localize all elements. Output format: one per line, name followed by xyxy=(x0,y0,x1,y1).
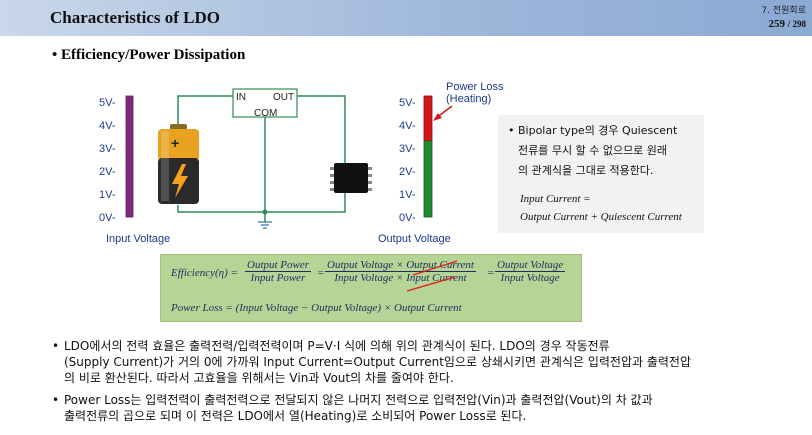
current-cancel-strikes xyxy=(406,260,458,292)
reg-com-label: COM xyxy=(254,108,277,119)
p1-line-1: LDO에서의 전력 효율은 출력전력/입력전력이며 P=V·I 식에 의해 위의… xyxy=(64,339,610,353)
p2-line-2: 출력전류의 곱으로 되며 이 전력은 LDO에서 열(Heating)로 소비되… xyxy=(64,409,527,423)
reg-out-label: OUT xyxy=(273,92,294,103)
header-bar: Characteristics of LDO 7. 전원회로 259 / 298 xyxy=(0,0,812,36)
fraction-power: Output Power Input Power xyxy=(245,259,312,284)
power-loss-formula: Power Loss = (Input Voltage − Output Vol… xyxy=(171,302,462,314)
fraction-voltage: Output Voltage Input Voltage xyxy=(495,259,566,284)
right-tick-3: 3V- xyxy=(399,143,416,155)
right-tick-2: 2V- xyxy=(399,166,416,178)
p1-line-2: (Supply Current)가 거의 0에 가까워 Input Curren… xyxy=(64,355,691,369)
fraction-voltage-den: Input Voltage xyxy=(500,272,560,284)
page-number: 259 / 298 xyxy=(768,18,806,30)
equals-b: = xyxy=(487,267,495,279)
right-tick-1: 1V- xyxy=(399,189,416,201)
bullet-2: • xyxy=(52,393,60,407)
paragraph-efficiency: • LDO에서의 전력 효율은 출력전력/입력전력이며 P=V·I 식에 의해 … xyxy=(52,338,691,386)
left-tick-5: 5V- xyxy=(99,97,116,109)
bullet-1: • xyxy=(52,339,60,353)
p1-line-3: 의 비로 환산된다. 따라서 고효율을 위해서는 Vin과 Vout의 차를 줄… xyxy=(64,371,454,385)
fraction-power-den: Input Power xyxy=(250,272,306,284)
fraction-voltage-num: Output Voltage xyxy=(495,259,566,272)
output-voltage-label: Output Voltage xyxy=(378,233,451,245)
input-voltage-scale: 5V- 4V- 3V- 2V- 1V- 0V- xyxy=(99,95,134,224)
power-loss-bar xyxy=(423,95,433,142)
junction-dot xyxy=(262,209,268,215)
ground-icon xyxy=(258,221,272,229)
page-total: / 298 xyxy=(787,19,806,29)
power-loss-label: Power Loss xyxy=(446,81,504,93)
right-tick-5: 5V- xyxy=(399,97,416,109)
p2-line-1: Power Loss는 입력전력이 출력전력으로 전달되지 않은 나머지 전력으… xyxy=(64,393,653,407)
bipolar-note-box: • Bipolar type의 경우 Quiescent 전류를 무시 할 수 … xyxy=(498,115,704,233)
section-heading: • Efficiency/Power Dissipation xyxy=(52,47,246,63)
efficiency-lhs: Efficiency(η) = xyxy=(171,267,238,279)
output-voltage-bar xyxy=(423,140,433,218)
paragraph-power-loss: • Power Loss는 입력전력이 출력전력으로 전달되지 않은 나머지 전… xyxy=(52,392,653,424)
left-tick-1: 1V- xyxy=(99,189,116,201)
output-voltage-scale: 5V- 4V- 3V- 2V- 1V- 0V- xyxy=(399,95,433,224)
equals-a: = xyxy=(317,267,325,279)
ic-chip-icon xyxy=(330,163,372,193)
left-tick-4: 4V- xyxy=(99,120,116,132)
ldo-regulator-box xyxy=(232,88,298,118)
note-line-3: 의 관계식을 그대로 적용한다. xyxy=(518,164,654,177)
fraction-power-num: Output Power xyxy=(245,259,312,272)
left-tick-2: 2V- xyxy=(99,166,116,178)
heating-label: (Heating) xyxy=(446,93,491,105)
input-voltage-label: Input Voltage xyxy=(106,233,170,245)
input-voltage-bar xyxy=(125,95,134,218)
power-loss-arrow-icon xyxy=(433,105,453,121)
fraction-vi-den: Input Voltage × Input Current xyxy=(334,272,467,284)
note-line-1: • Bipolar type의 경우 Quiescent xyxy=(508,124,678,137)
right-tick-0: 0V- xyxy=(399,212,416,224)
battery-plus-sign: + xyxy=(171,135,179,151)
circuit-wires xyxy=(177,95,346,222)
note-eq-1: Input Current = xyxy=(520,193,591,205)
note-line-2: 전류를 무시 할 수 없으므로 원래 xyxy=(518,144,668,157)
efficiency-formula-box: Efficiency(η) = Output Power Input Power… xyxy=(160,254,582,322)
reg-in-label: IN xyxy=(236,92,246,103)
battery-icon xyxy=(158,124,199,204)
slide-title: Characteristics of LDO xyxy=(50,8,220,27)
left-tick-3: 3V- xyxy=(99,143,116,155)
page-current: 259 xyxy=(768,18,785,30)
right-tick-4: 4V- xyxy=(399,120,416,132)
note-eq-2: Output Current + Quiescent Current xyxy=(520,211,682,223)
left-tick-0: 0V- xyxy=(99,212,116,224)
chapter-label: 7. 전원회로 xyxy=(761,6,806,16)
